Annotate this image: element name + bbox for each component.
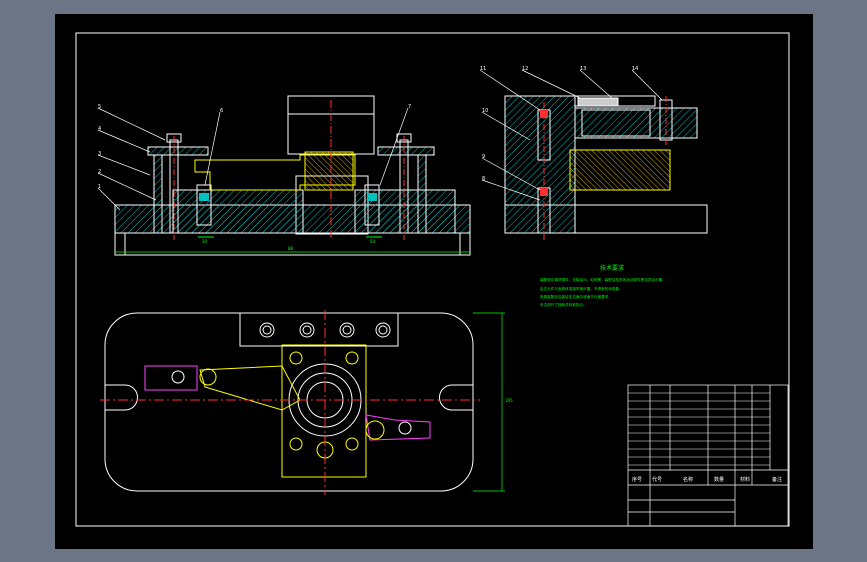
part-number-13: 13 [580, 66, 586, 72]
tb-header-5: 材料 [740, 476, 750, 483]
dim-label-1: 30 [202, 239, 208, 244]
dimension-labels: 30 50 88 195 [202, 239, 513, 403]
notes-title: 技术要求 [600, 264, 624, 272]
tb-header-4: 数量 [714, 476, 724, 483]
dim-label-3: 88 [288, 246, 294, 251]
part-number-1: 1 [98, 184, 101, 190]
part-number-6: 6 [220, 108, 223, 114]
dim-label-2: 50 [370, 239, 376, 244]
part-number-5: 5 [98, 104, 101, 110]
drawing-sheet [55, 14, 813, 549]
part-number-11: 11 [480, 66, 486, 72]
part-number-2: 2 [98, 169, 101, 175]
part-number-10: 10 [482, 108, 488, 114]
front-section-view [97, 95, 471, 256]
notes-line-3: 夹具装配后应保证定位面与底面平行度要求。 [540, 294, 612, 299]
side-section-view [479, 69, 708, 240]
part-number-3: 3 [98, 151, 101, 157]
part-number-7: 7 [408, 104, 411, 110]
tb-header-6: 备注 [772, 476, 782, 483]
tb-header-2: 代号 [652, 476, 662, 483]
drawing-frame [75, 32, 790, 527]
part-number-12: 12 [522, 66, 528, 72]
title-block [627, 384, 789, 527]
part-number-8: 8 [482, 176, 485, 182]
technical-notes: 技术要求 装配前应清洗零件，去除油污。毛刺等，装配后检查各运动部件是否灵活可靠，… [540, 264, 666, 307]
notes-line-2: 定位元件与夹具体连接牢固可靠，不得有松动现象。 [540, 286, 623, 291]
title-block-headers: 序号 代号 名称 数量 材料 备注 [632, 476, 782, 483]
notes-line-1: 装配前应清洗零件，去除油污。毛刺等，装配后检查各运动部件是否灵活可靠， [540, 277, 666, 282]
tb-header-3: 名称 [683, 476, 693, 483]
part-number-4: 4 [98, 126, 101, 132]
part-number-14: 14 [632, 66, 638, 72]
part-number-9: 9 [482, 154, 485, 160]
notes-line-4: 未注明尺寸按有关标准执行。 [540, 302, 587, 307]
dim-label-4: 195 [505, 398, 513, 403]
top-view [100, 310, 505, 495]
tb-header-1: 序号 [632, 476, 642, 483]
